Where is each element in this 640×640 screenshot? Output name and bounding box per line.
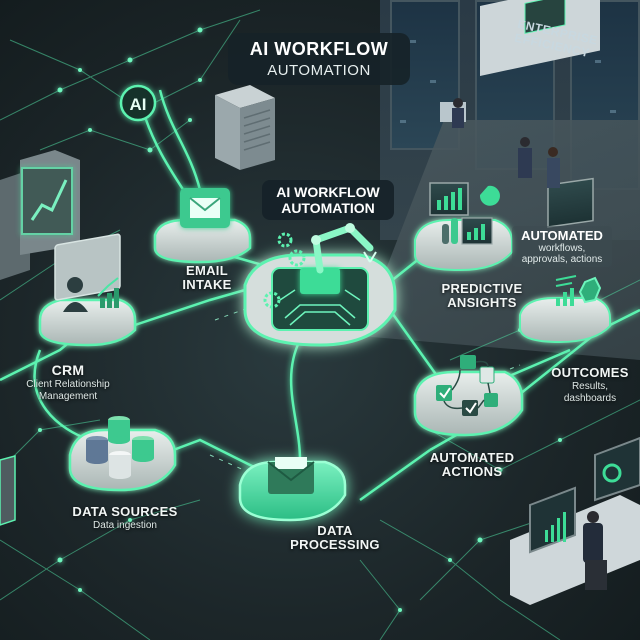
data-sources-label: DATA SOURCES Data ingestion — [72, 504, 178, 532]
main-title-line1: AI WORKFLOW — [249, 39, 389, 59]
outcomes-label: OUTCOMES Results, dashboards — [551, 365, 629, 405]
automated-actions-label: AUTOMATED ACTIONS — [429, 450, 515, 480]
main-title-line2: AUTOMATION — [267, 62, 371, 79]
data-processing-platform — [238, 457, 347, 522]
crm-platform — [38, 233, 137, 347]
automated-actions-platform — [413, 355, 524, 437]
outcomes-platform — [519, 177, 611, 344]
svg-text:AI: AI — [130, 95, 147, 114]
central-hub-platform — [243, 223, 397, 347]
ai-brain-node: AI — [119, 84, 157, 122]
automated-workflows-label: AUTOMATED workflows, approvals, actions — [512, 226, 612, 267]
office-workers-bottom — [510, 436, 640, 605]
email-intake-platform — [153, 188, 252, 264]
data-sources-platform — [68, 416, 177, 492]
office-workers-top — [440, 0, 600, 188]
email-intake-label: EMAIL INTAKE — [182, 263, 232, 293]
predictive-insights-label: PREDICTIVE ANSIGHTS — [441, 281, 523, 311]
server-racks — [215, 85, 275, 170]
database-cylinders — [86, 416, 154, 479]
center-hub-label: AI WORKFLOW AUTOMATION — [262, 180, 394, 220]
crm-label: CRM Client Relationship Management — [26, 362, 110, 403]
data-processing-label: DATA PROCESSING — [290, 523, 380, 553]
main-title-box: AI WORKFLOW AUTOMATION — [228, 33, 410, 85]
predictive-insights-platform — [414, 182, 513, 272]
left-bottom-structure — [0, 455, 16, 526]
left-building — [0, 150, 80, 280]
